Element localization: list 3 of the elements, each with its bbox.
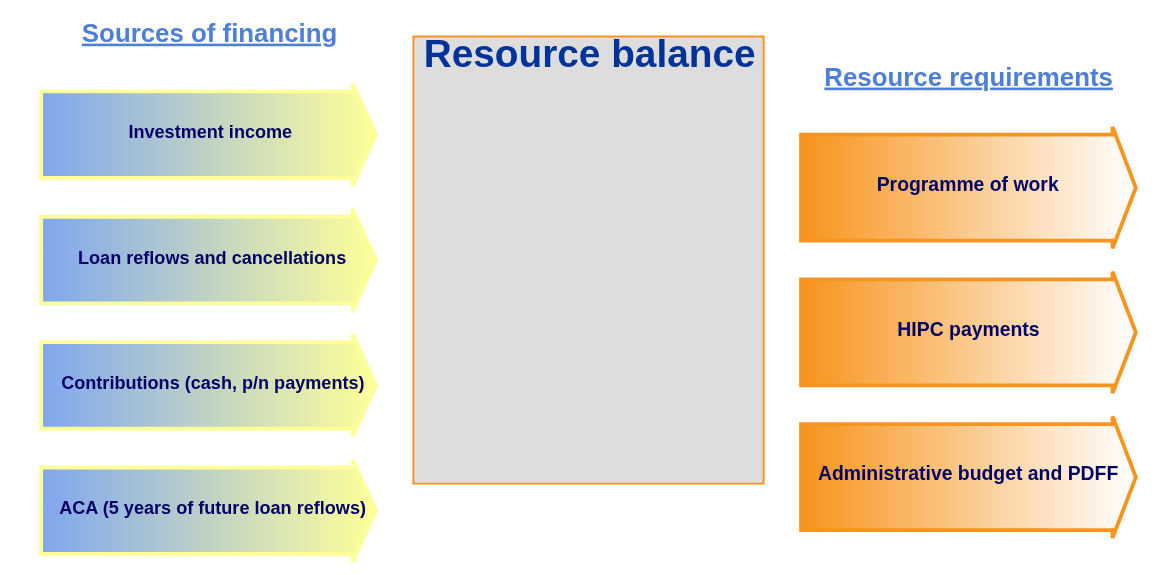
- label: Resource requirements: [823, 62, 1113, 91]
- label: Sources of financing: [81, 18, 337, 47]
- node-box: Resource balance: [411, 35, 765, 485]
